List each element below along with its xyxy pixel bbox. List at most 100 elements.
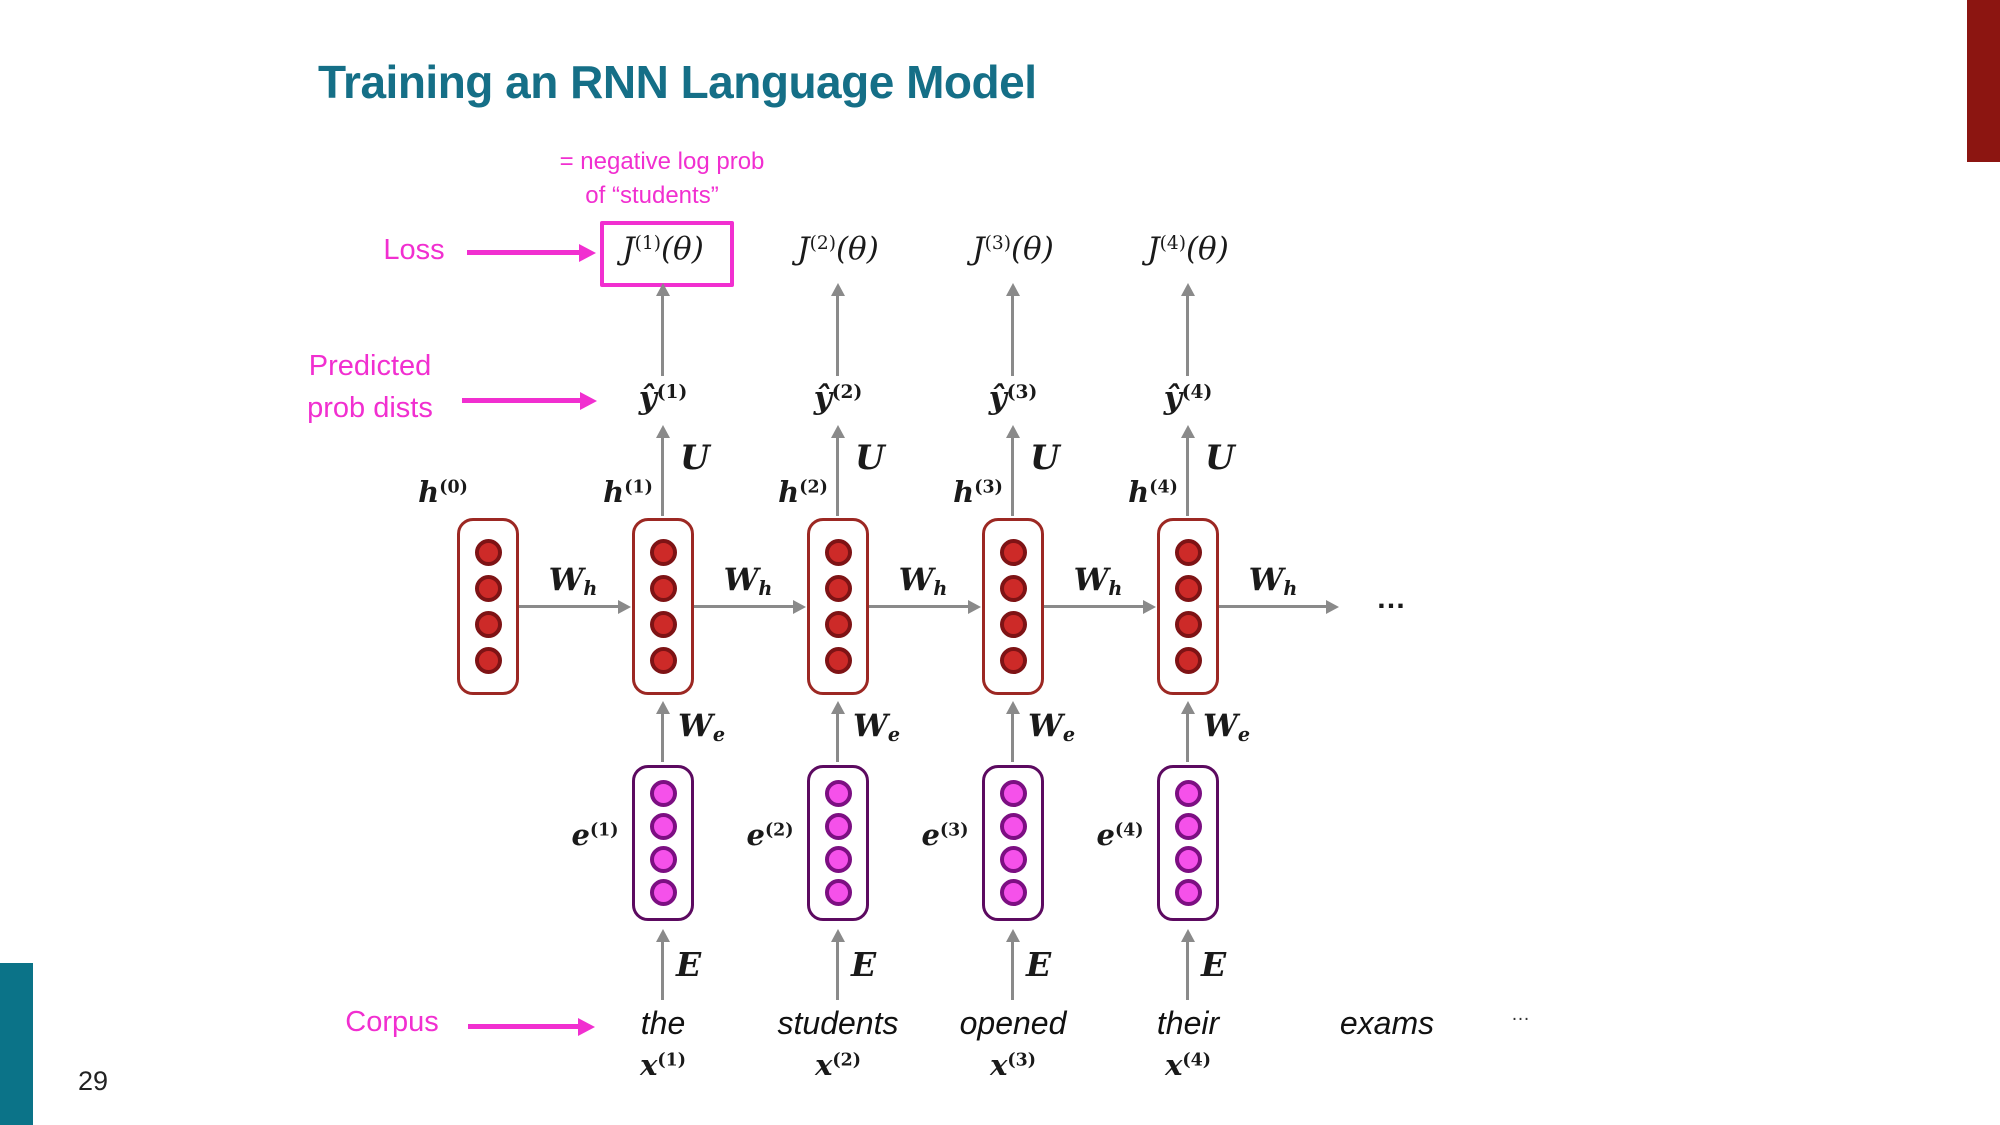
embedding-label-2: e(2): [746, 818, 794, 852]
page-number: 29: [78, 1066, 109, 1096]
loss-term-1: J(1)(θ): [622, 231, 704, 267]
E-arrow-2: [830, 929, 845, 1000]
yhat-label-2: ŷ(2): [813, 380, 863, 416]
hidden-unit: [824, 611, 852, 638]
embedding-box-2: [807, 765, 869, 921]
word-exams: exams: [1339, 1005, 1435, 1041]
embedding-label-4: e(4): [1096, 818, 1144, 852]
predicted-label-line2: prob dists: [307, 392, 433, 424]
hidden-unit: [649, 647, 677, 674]
embedding-unit: [824, 879, 852, 906]
wh-arrow-1: [519, 599, 631, 614]
hidden-ellipsis: …: [1376, 582, 1408, 615]
wh-weight-label-5: Wh: [1248, 562, 1298, 600]
hidden-unit: [1174, 647, 1202, 674]
embedding-unit: [1174, 846, 1202, 873]
note-negative-log-prob-line2: of “students”: [585, 182, 719, 209]
embedding-box-4: [1157, 765, 1219, 921]
u-weight-label-1: U: [680, 438, 710, 478]
we-arrow-4: [1180, 701, 1195, 762]
E-arrow-3: [1005, 929, 1020, 1000]
hidden-unit: [999, 539, 1027, 566]
loss-term-4: J(4)(θ): [1147, 231, 1229, 267]
wh-weight-label-4: Wh: [1073, 562, 1123, 600]
embedding-unit: [824, 780, 852, 807]
loss-term-3: J(3)(θ): [972, 231, 1054, 267]
u-arrow-2: [830, 425, 845, 516]
word-opened: opened: [959, 1005, 1067, 1041]
corpus-ellipsis: …: [1511, 1004, 1531, 1025]
hidden-unit: [999, 611, 1027, 638]
hidden-unit: [474, 647, 502, 674]
word-their: their: [1156, 1005, 1220, 1041]
hidden-unit: [999, 575, 1027, 602]
we-weight-label-4: We: [1203, 708, 1251, 746]
hidden-state-box-3: [982, 518, 1044, 695]
hidden-unit: [649, 611, 677, 638]
u-weight-label-2: U: [855, 438, 885, 478]
embedding-label-3: e(3): [921, 818, 969, 852]
hidden-state-box-4: [1157, 518, 1219, 695]
u-weight-label-4: U: [1205, 438, 1235, 478]
loss-label: Loss: [383, 234, 445, 266]
we-weight-label-1: We: [678, 708, 726, 746]
hidden-unit: [1174, 539, 1202, 566]
E-weight-label-4: E: [1201, 945, 1227, 984]
yhat-label-1: ŷ(1): [638, 380, 688, 416]
hidden-unit: [1174, 611, 1202, 638]
x-input-label-4: x(4): [1165, 1048, 1211, 1082]
hidden-state-box-2: [807, 518, 869, 695]
embedding-unit: [1174, 879, 1202, 906]
predicted-arrow: [462, 391, 597, 410]
E-arrow-4: [1180, 929, 1195, 1000]
loss-term-2: J(2)(θ): [797, 231, 879, 267]
embedding-box-3: [982, 765, 1044, 921]
wh-arrow-4: [1044, 599, 1156, 614]
yhat-label-3: ŷ(3): [988, 380, 1038, 416]
hidden-unit: [649, 539, 677, 566]
embedding-unit: [824, 846, 852, 873]
embedding-box-1: [632, 765, 694, 921]
x-input-label-1: x(1): [640, 1048, 686, 1082]
u-arrow-4: [1180, 425, 1195, 516]
hidden-state-box-1: [632, 518, 694, 695]
hidden-unit: [824, 647, 852, 674]
embedding-label-1: e(1): [571, 818, 619, 852]
we-arrow-2: [830, 701, 845, 762]
u-weight-label-3: U: [1030, 438, 1060, 478]
yhat-to-loss-arrow-1: [655, 283, 670, 376]
yhat-to-loss-arrow-3: [1005, 283, 1020, 376]
hidden-unit: [1174, 575, 1202, 602]
u-arrow-3: [1005, 425, 1020, 516]
wh-arrow-5: [1219, 599, 1339, 614]
wh-weight-label-2: Wh: [723, 562, 773, 600]
we-arrow-3: [1005, 701, 1020, 762]
we-weight-label-2: We: [853, 708, 901, 746]
accent-bar-bottom-left: [0, 963, 33, 1125]
we-arrow-1: [655, 701, 670, 762]
wh-weight-label-3: Wh: [898, 562, 948, 600]
hidden-unit: [474, 611, 502, 638]
predicted-label-line1: Predicted: [308, 350, 432, 382]
x-input-label-3: x(3): [990, 1048, 1036, 1082]
hidden-state-box-0: [457, 518, 519, 695]
hidden-label-1: h(1): [603, 475, 653, 509]
yhat-label-4: ŷ(4): [1163, 380, 1213, 416]
embedding-unit: [999, 813, 1027, 840]
hidden-unit: [649, 575, 677, 602]
accent-bar-top-right: [1967, 0, 2000, 162]
hidden-label-0: h(0): [418, 475, 468, 509]
we-weight-label-3: We: [1028, 708, 1076, 746]
u-arrow-1: [655, 425, 670, 516]
hidden-unit: [999, 647, 1027, 674]
wh-arrow-3: [869, 599, 981, 614]
corpus-label: Corpus: [345, 1006, 439, 1038]
slide-title: Training an RNN Language Model: [318, 56, 1037, 108]
wh-arrow-2: [694, 599, 806, 614]
hidden-label-3: h(3): [953, 475, 1003, 509]
hidden-unit: [474, 575, 502, 602]
word-students: students: [777, 1005, 899, 1041]
E-weight-label-3: E: [1026, 945, 1052, 984]
hidden-label-2: h(2): [778, 475, 828, 509]
